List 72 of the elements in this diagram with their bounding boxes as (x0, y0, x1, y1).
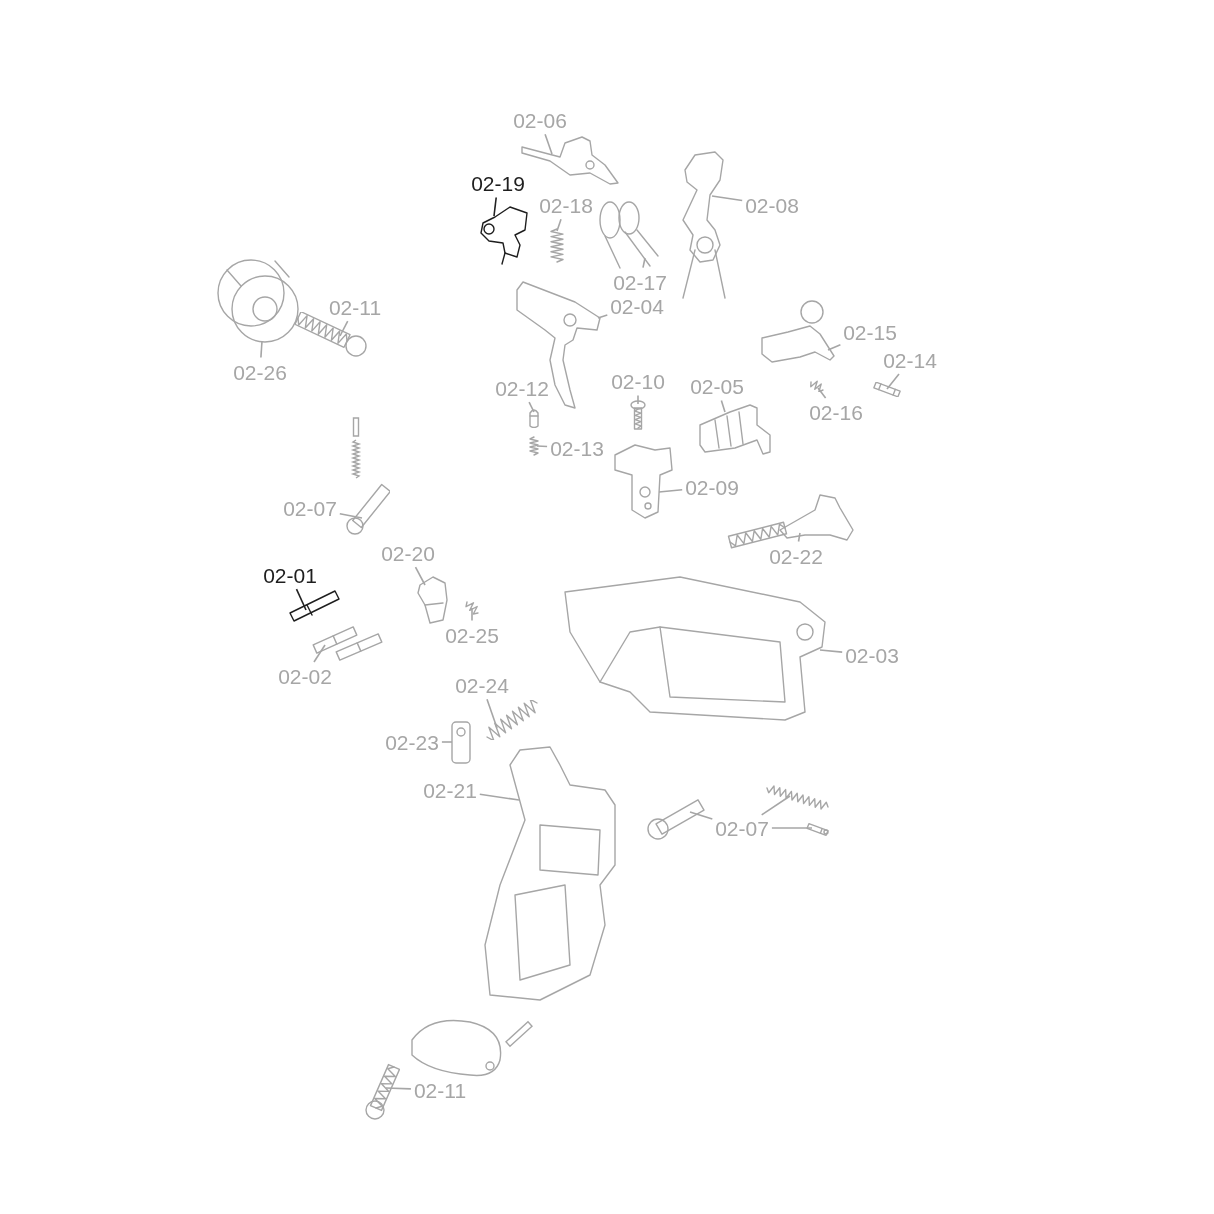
callout-number: 02-19 (471, 171, 525, 195)
callout-number: 02-05 (690, 374, 744, 398)
callout-number: 02-11 (413, 1078, 467, 1102)
leader-line (339, 512, 363, 519)
callout-number: 02-04 (610, 294, 664, 318)
spring-drawing (549, 228, 565, 263)
leader-line (471, 607, 473, 622)
callout-number: 02-02 (278, 664, 332, 688)
callout-number: 02-11 (328, 295, 382, 319)
callout-number: 02-26 (233, 360, 287, 384)
spring-drawing (529, 436, 539, 456)
callout-number: 02-14 (883, 348, 937, 372)
leader-line (528, 401, 535, 413)
leader-line (819, 649, 843, 653)
screw-drawing (630, 400, 646, 430)
leader-line (493, 196, 497, 217)
leader-line (658, 489, 683, 493)
leader-line (313, 644, 326, 663)
spring-drawing (810, 380, 824, 392)
spring-drawing (765, 785, 830, 810)
leader-line (339, 320, 349, 337)
callout-number: 02-09 (685, 475, 739, 499)
detent-drawing (805, 822, 830, 837)
callout-number: 02-23 (385, 730, 439, 754)
spring-drawing (484, 700, 540, 740)
pin-drawing (872, 382, 902, 397)
callout-number: 02-16 (809, 400, 863, 424)
leader-line (720, 399, 726, 413)
leader-line (295, 588, 307, 611)
leader-line (556, 218, 562, 232)
plunger-drawing (529, 408, 539, 428)
callout-number: 02-08 (745, 193, 799, 217)
leader-line (479, 793, 520, 801)
pin-drawing (287, 590, 342, 622)
leader-line (689, 811, 714, 820)
callout-number: 02-25 (445, 623, 499, 647)
leader-line (637, 394, 639, 405)
leader-line (817, 387, 827, 399)
callout-number: 02-24 (455, 673, 509, 697)
spring-drawing (465, 600, 480, 615)
leader-line (827, 343, 842, 351)
callout-number: 02-17 (613, 270, 667, 294)
leader-line (797, 532, 801, 543)
leader-line (886, 373, 900, 390)
leader-line (414, 566, 426, 586)
leader-line (536, 445, 548, 448)
callout-number: 02-18 (539, 193, 593, 217)
callout-number: 02-12 (495, 376, 549, 400)
leader-line (711, 195, 743, 202)
callout-number: 02-07 (715, 816, 769, 840)
leader-line (385, 1087, 412, 1090)
callout-number: 02-07 (283, 496, 337, 520)
callout-number: 02-03 (845, 643, 899, 667)
callout-number: 02-20 (381, 541, 435, 565)
callout-number: 02-22 (769, 544, 823, 568)
leader-line (486, 698, 498, 729)
leader-line (642, 257, 646, 269)
callout-number: 02-06 (513, 108, 567, 132)
callout-number: 02-13 (550, 436, 604, 460)
magazine-release-drawing (415, 575, 450, 625)
safety-plate-drawing (450, 720, 472, 765)
callout-number: 02-15 (843, 320, 897, 344)
callout-number: 02-10 (611, 369, 665, 393)
pins-drawing (310, 625, 385, 661)
leader-line (441, 741, 453, 743)
leader-line (771, 827, 813, 829)
leader-line (260, 340, 263, 359)
callout-number: 02-01 (263, 563, 317, 587)
leader-line (760, 795, 791, 816)
callout-number: 02-21 (423, 778, 477, 802)
leader-line (597, 314, 609, 319)
leader-line (544, 133, 553, 155)
